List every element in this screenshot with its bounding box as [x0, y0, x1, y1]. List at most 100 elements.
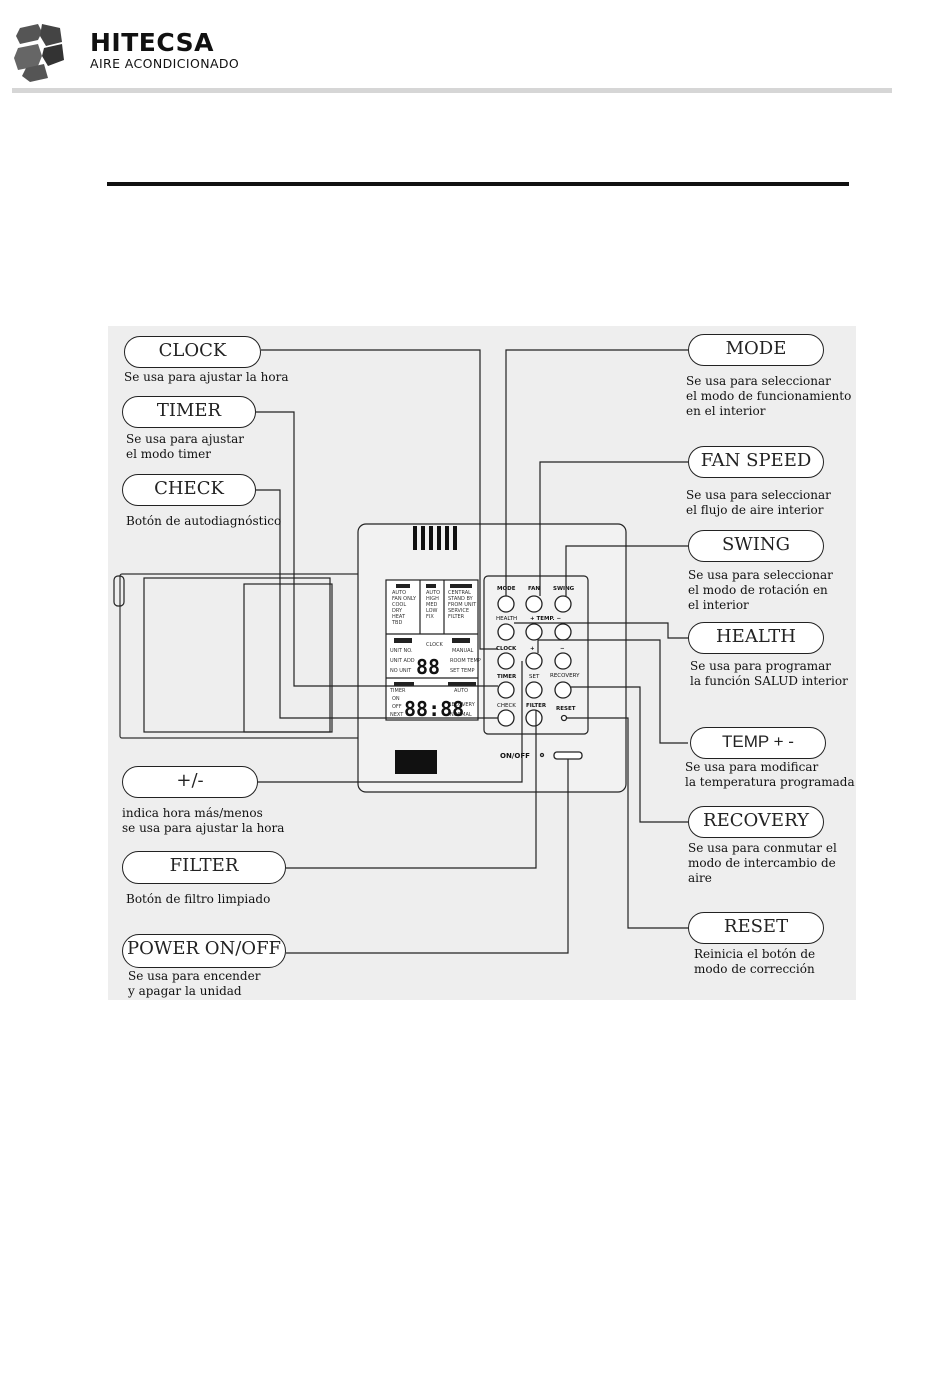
svg-text:LOW: LOW	[426, 608, 438, 614]
header-divider	[12, 88, 892, 93]
svg-text:FAN: FAN	[528, 586, 540, 592]
fanspeed-description: Se usa para seleccionar el flujo de aire…	[686, 488, 831, 518]
fanspeed-description-line: Se usa para seleccionar	[686, 488, 831, 502]
plusminus-description-line: se usa para ajustar la hora	[122, 821, 285, 835]
health-callout: HEALTH	[688, 622, 824, 654]
svg-text:ON: ON	[392, 696, 400, 702]
svg-text:UNIT ADD: UNIT ADD	[390, 658, 415, 664]
brand-name: HITECSA	[90, 28, 215, 57]
svg-text:NO UNIT: NO UNIT	[390, 668, 412, 674]
svg-text:DRY: DRY	[392, 608, 403, 614]
power-description-line: y apagar la unidad	[128, 984, 242, 998]
clock-callout: CLOCK	[124, 336, 261, 368]
brand-logo: HITECSA AIRE ACONDICIONADO	[12, 22, 272, 84]
recovery-description-line: aire	[688, 871, 712, 885]
svg-text:STAND BY: STAND BY	[448, 596, 474, 602]
temp-callout: TEMP + -	[690, 727, 826, 759]
timer-description: Se usa para ajustar el modo timer	[126, 432, 244, 462]
filter-description-line: Botón de filtro limpiado	[126, 892, 271, 906]
health-description-line: la función SALUD interior	[690, 674, 848, 688]
filter-description: Botón de filtro limpiado	[126, 892, 270, 907]
svg-text:FILTER: FILTER	[526, 703, 547, 709]
svg-text:TIMER: TIMER	[389, 688, 406, 694]
svg-text:TBD: TBD	[391, 620, 402, 626]
svg-text:ROOM TEMP: ROOM TEMP	[450, 658, 481, 664]
svg-text:AUTO: AUTO	[392, 590, 406, 596]
swing-description-line: Se usa para seleccionar	[688, 568, 833, 582]
svg-text:NEXT: NEXT	[390, 712, 404, 718]
reset-description: Reinicia el botón de modo de corrección	[694, 947, 815, 977]
mode-description-line: en el interior	[686, 404, 766, 418]
recovery-description: Se usa para conmutar el modo de intercam…	[688, 841, 837, 886]
svg-text:+: +	[530, 646, 535, 652]
svg-text:TIMER: TIMER	[497, 674, 517, 680]
svg-text:SET TEMP: SET TEMP	[450, 668, 475, 674]
svg-text:CLOCK: CLOCK	[426, 642, 444, 648]
mode-description: Se usa para seleccionar el modo de funci…	[686, 374, 851, 419]
svg-text:88:88: 88:88	[404, 697, 464, 721]
health-description: Se usa para programar la función SALUD i…	[690, 659, 848, 689]
swing-description: Se usa para seleccionar el modo de rotac…	[688, 568, 833, 613]
mode-description-line: Se usa para seleccionar	[686, 374, 831, 388]
svg-text:CENTRAL: CENTRAL	[448, 590, 471, 596]
svg-text:HEAT: HEAT	[392, 614, 406, 620]
timer-callout: TIMER	[122, 396, 256, 428]
svg-text:ON/OFF: ON/OFF	[500, 752, 530, 760]
check-description: Botón de autodiagnóstico	[126, 514, 281, 529]
section-divider	[107, 182, 849, 186]
swing-callout: SWING	[688, 530, 824, 562]
plusminus-description: indica hora más/menos se usa para ajusta…	[122, 806, 284, 836]
svg-text:CHECK: CHECK	[497, 703, 516, 709]
recovery-description-line: Se usa para conmutar el	[688, 841, 837, 855]
svg-text:UNIT NO.: UNIT NO.	[390, 648, 413, 654]
reset-callout: RESET	[688, 912, 824, 944]
mode-callout: MODE	[688, 334, 824, 366]
svg-text:MANUAL: MANUAL	[452, 648, 474, 654]
logo-mark-icon	[14, 24, 64, 82]
svg-text:−: −	[560, 646, 565, 652]
plusminus-description-line: indica hora más/menos	[122, 806, 263, 820]
svg-text:SWING: SWING	[553, 586, 575, 592]
svg-text:COOL: COOL	[392, 602, 406, 608]
mode-description-line: el modo de funcionamiento	[686, 389, 852, 403]
svg-text:+ TEMP. −: + TEMP. −	[530, 616, 562, 622]
svg-text:RECOVERY: RECOVERY	[448, 702, 476, 708]
reset-description-line: modo de corrección	[694, 962, 815, 976]
swing-description-line: el modo de rotación en	[688, 583, 828, 597]
fanspeed-description-line: el flujo de aire interior	[686, 503, 824, 517]
clock-description-line: Se usa para ajustar la hora	[124, 370, 289, 384]
temp-description-line: la temperatura programada	[685, 775, 855, 789]
check-description-line: Botón de autodiagnóstico	[126, 514, 282, 528]
svg-text:SET: SET	[529, 674, 540, 680]
power-description-line: Se usa para encender	[128, 969, 261, 983]
svg-text:HEALTH: HEALTH	[496, 616, 517, 622]
fanspeed-callout: FAN SPEED	[688, 446, 824, 478]
svg-text:AUTO: AUTO	[426, 590, 440, 596]
plusminus-callout: +/-	[122, 766, 258, 798]
timer-description-line: el modo timer	[126, 447, 211, 461]
reset-description-line: Reinicia el botón de	[694, 947, 816, 961]
power-callout: POWER ON/OFF	[122, 934, 286, 968]
svg-text:RECOVERY: RECOVERY	[550, 673, 580, 679]
svg-text:CLOCK: CLOCK	[496, 646, 517, 652]
svg-text:FAN ONLY: FAN ONLY	[392, 596, 417, 602]
clock-description: Se usa para ajustar la hora	[124, 370, 288, 385]
svg-text:88: 88	[416, 655, 440, 679]
svg-text:OFF: OFF	[392, 704, 402, 710]
filter-callout: FILTER	[122, 851, 286, 884]
svg-text:NORMAL: NORMAL	[450, 712, 472, 718]
recovery-description-line: modo de intercambio de	[688, 856, 836, 870]
svg-text:FIX: FIX	[426, 614, 434, 620]
check-callout: CHECK	[122, 474, 256, 506]
svg-text:SERVICE: SERVICE	[448, 608, 469, 614]
svg-text:AUTO: AUTO	[454, 688, 468, 694]
recovery-callout: RECOVERY	[688, 806, 824, 838]
svg-text:MED: MED	[426, 602, 437, 608]
svg-text:FILTER: FILTER	[448, 614, 465, 620]
svg-text:FROM UNIT: FROM UNIT	[448, 602, 477, 608]
temp-description-line: Se usa para modificar	[685, 760, 819, 774]
timer-description-line: Se usa para ajustar	[126, 432, 245, 446]
power-description: Se usa para encender y apagar la unidad	[128, 969, 260, 999]
